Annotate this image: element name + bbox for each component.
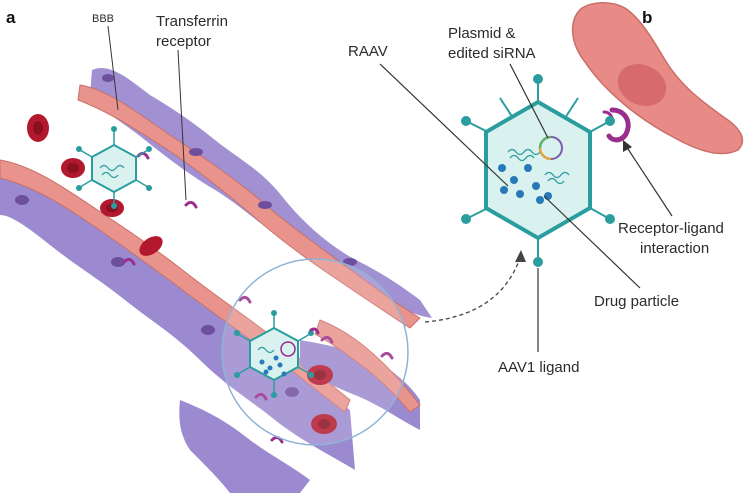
plasmid-icon — [538, 135, 563, 161]
panel-b-letter: b — [642, 8, 652, 27]
transferrin-receptors — [122, 151, 394, 444]
receptor-ligand-label-line2: interaction — [640, 240, 709, 257]
receptor-ligand-arrowhead — [623, 140, 632, 152]
zoom-connector-arrowhead — [515, 250, 526, 262]
astrocyte-layer-bottom — [179, 400, 310, 493]
panel-a: a BBB Transferrin receptor — [0, 8, 526, 493]
transferrin-label-line1: Transferrin — [156, 13, 228, 30]
target-cell-nucleus — [617, 64, 667, 106]
drug-particles — [498, 164, 552, 204]
receptor-icon — [606, 107, 631, 143]
plasmid-leader-line — [509, 63, 549, 139]
plasmid-label-line2: edited siRNA — [448, 45, 536, 62]
panel-b: b — [348, 2, 744, 376]
raav-label: RAAV — [348, 43, 388, 60]
raav-leader-line — [379, 63, 509, 187]
raav-capsid-large — [484, 99, 592, 241]
astrocyte-layer-upper — [90, 68, 432, 318]
bbb-label: BBB — [92, 13, 114, 25]
drug-particle-leader-line — [543, 195, 641, 289]
astrocyte-layer-lower — [0, 169, 355, 470]
receptor-ligand-label-line1: Receptor-ligand — [618, 220, 724, 237]
raav-capsid-small — [76, 126, 152, 209]
red-blood-cell — [139, 236, 163, 256]
raav-capsid-spikes — [467, 80, 609, 260]
plasmid-label-line1: Plasmid & — [448, 25, 516, 42]
receptor-ligand-arrow — [625, 145, 673, 217]
raav-spike-tips — [461, 74, 615, 267]
aav1-ligand-label: AAV1 ligand — [498, 359, 579, 376]
zoom-circle — [221, 258, 409, 446]
astrocyte-nuclei-upper — [102, 74, 357, 266]
raav-capsid-zoomed — [234, 310, 320, 398]
zoom-connector-arrow — [424, 257, 521, 323]
endothelial-layer-right — [314, 319, 421, 413]
drug-particle-label: Drug particle — [594, 293, 679, 310]
endothelial-layer-lower — [0, 159, 351, 413]
panel-a-letter: a — [6, 8, 16, 27]
transferrin-label-line2: receptor — [156, 33, 211, 50]
astrocyte-nuclei-lower — [15, 195, 299, 397]
sirna-strands-icon — [507, 148, 570, 185]
bbb-leader-line — [107, 25, 119, 111]
transferrin-leader-line — [177, 49, 187, 201]
